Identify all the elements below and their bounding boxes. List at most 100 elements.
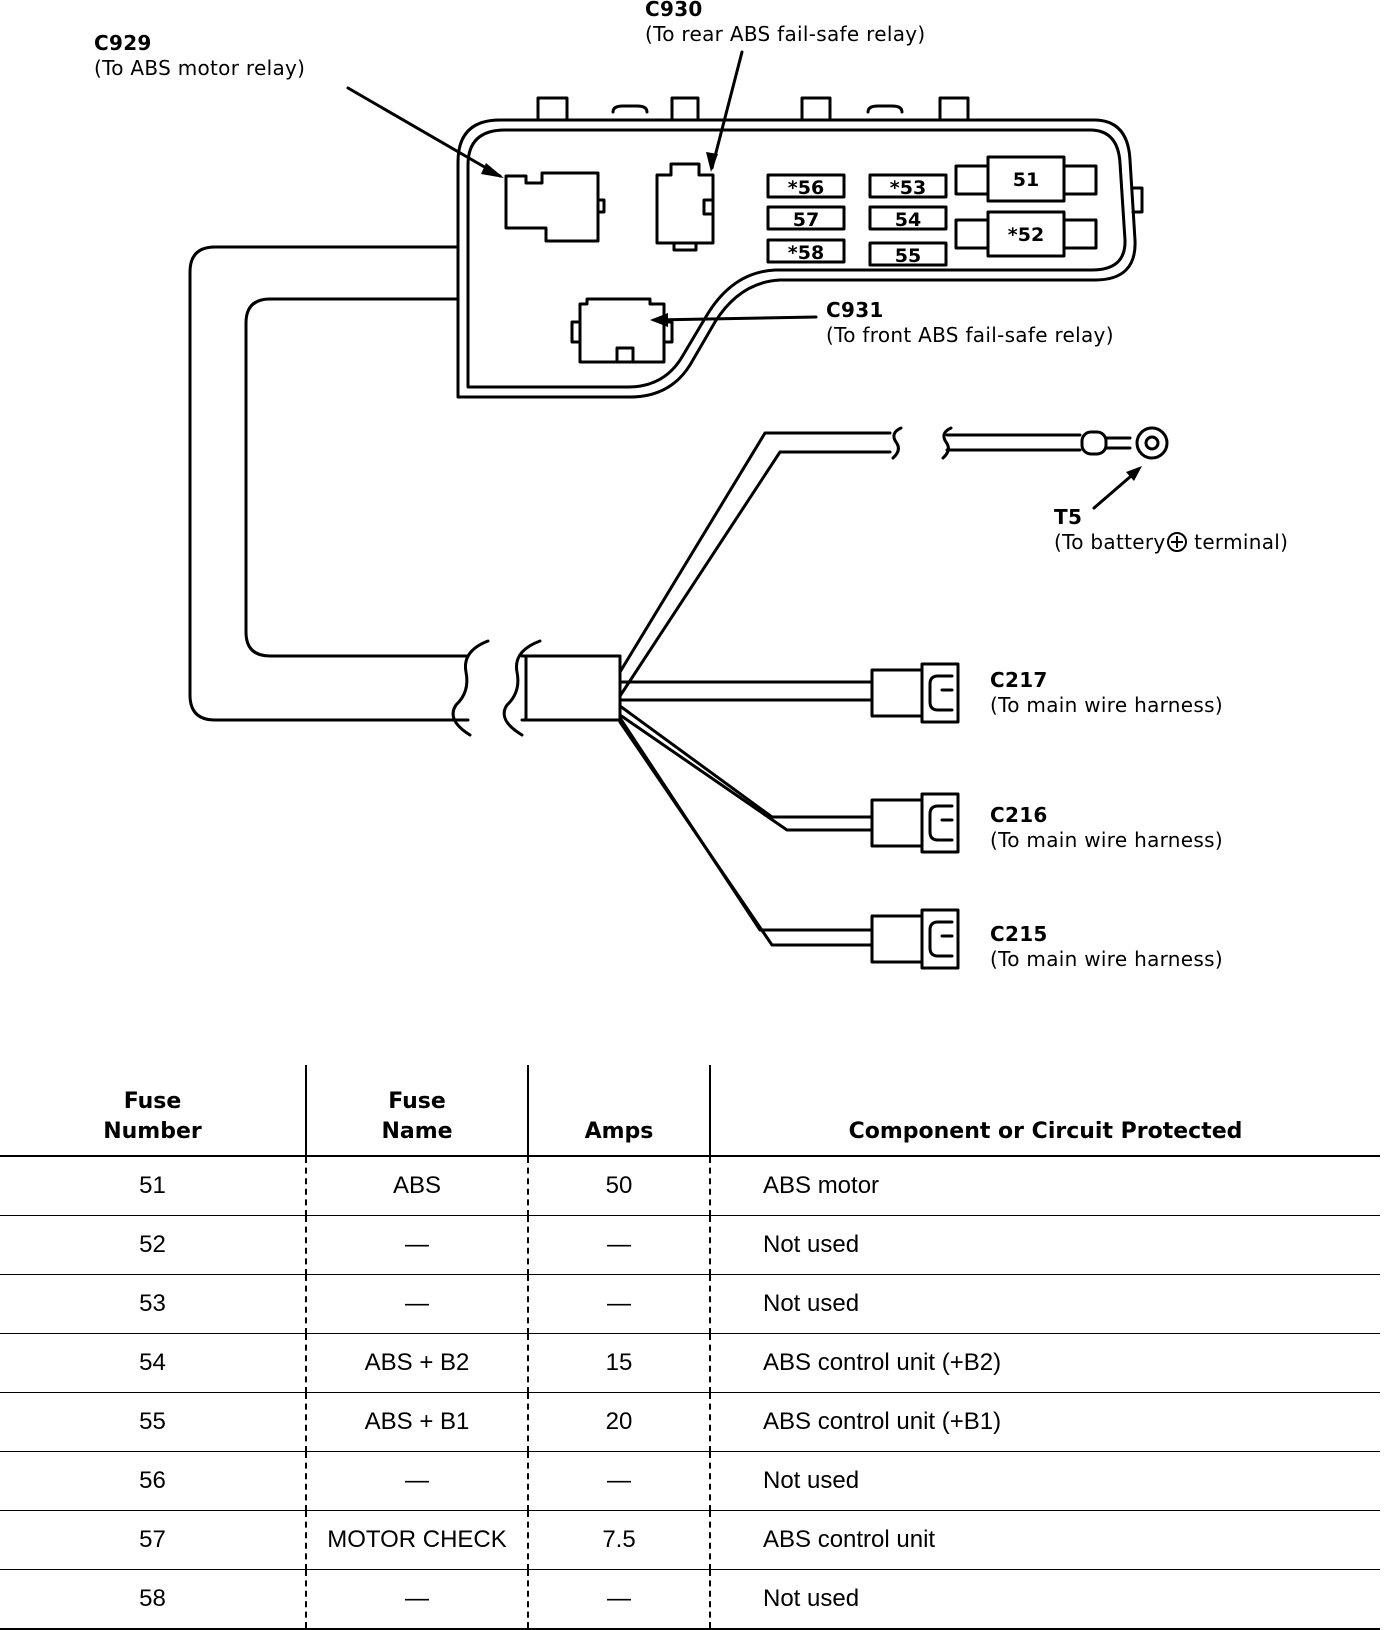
box-side-tab [1130, 186, 1144, 214]
box-tab [938, 96, 970, 122]
amps-cell: — [527, 1274, 710, 1334]
battery-lead [945, 433, 1082, 452]
header-fuse-number-line1: Fuse [123, 1089, 182, 1114]
c217-code: C217 [990, 668, 1048, 692]
fuse-57-box [766, 205, 846, 231]
fuse-number-cell: 57 [0, 1510, 306, 1570]
fuse-name-cell: ABS [305, 1155, 528, 1216]
t5-desc-start: (To battery [1054, 530, 1166, 554]
c216-code: C216 [990, 803, 1048, 827]
box-tab [866, 104, 904, 114]
c216-wire [618, 704, 874, 819]
c217-connector [870, 662, 960, 724]
t5-code: T5 [1054, 505, 1083, 529]
c215-code: C215 [990, 922, 1048, 946]
t5-label: T5 (To battery terminal) [1054, 505, 1288, 555]
c930-code: C930 [645, 0, 703, 21]
terminal-crimp [1080, 430, 1108, 456]
fuse-name-cell: — [305, 1215, 528, 1275]
c215-label: C215 (To main wire harness) [990, 922, 1223, 972]
arrowhead [481, 163, 504, 178]
cable-break [451, 639, 490, 737]
fuse-number-cell: 56 [0, 1451, 306, 1511]
battery-branch [618, 450, 892, 698]
amps-cell: — [527, 1451, 710, 1511]
fuse-number-cell: 52 [0, 1215, 306, 1275]
header-fuse-number: Fuse Number [0, 1065, 306, 1157]
box-tab [611, 104, 649, 114]
header-fuse-name: Fuse Name [305, 1065, 528, 1157]
c216-label: C216 (To main wire harness) [990, 803, 1223, 853]
arrowhead [650, 313, 668, 327]
fuse-53-label: *53 [890, 177, 926, 199]
c216-connector [870, 792, 960, 854]
fuse-52-tab-left [954, 218, 990, 250]
fuse-number-cell: 51 [0, 1155, 306, 1216]
circuit-cell: ABS control unit [709, 1510, 1380, 1570]
fuse-52-label: *52 [1008, 224, 1044, 246]
fuse-number-cell: 53 [0, 1274, 306, 1334]
c929-description: (To ABS motor relay) [94, 56, 306, 80]
table-row: 54 ABS + B2 15 ABS control unit (+B2) [0, 1333, 1380, 1393]
battery-break [891, 426, 903, 460]
c929-latch [596, 198, 606, 214]
table-row: 56 — — Not used [0, 1451, 1380, 1511]
fuse-52-tab-right [1062, 218, 1098, 250]
fuse-name-cell: ABS + B1 [305, 1392, 528, 1452]
amps-cell: 7.5 [527, 1510, 710, 1570]
c931-code: C931 [826, 298, 884, 322]
fuse-55-box [868, 241, 948, 267]
c929-code: C929 [94, 31, 152, 55]
battery-branch [618, 431, 892, 674]
c217-label: C217 (To main wire harness) [990, 668, 1223, 718]
table-row: 53 — — Not used [0, 1274, 1380, 1334]
fuse-56-label: *56 [788, 177, 824, 199]
arrowhead [1126, 466, 1142, 481]
fuse-56-box [766, 173, 846, 199]
table-row: 58 — — Not used [0, 1569, 1380, 1630]
fuse-name-cell: — [305, 1274, 528, 1334]
arrowhead [706, 152, 718, 172]
amps-cell: 20 [527, 1392, 710, 1452]
circuit-cell: Not used [709, 1274, 1380, 1334]
c930-leader [710, 50, 744, 170]
c215-description: (To main wire harness) [990, 947, 1223, 971]
c931-key [615, 346, 635, 364]
header-fuse-name-line1: Fuse [388, 1089, 446, 1114]
fuse-51-tab-left [954, 164, 990, 196]
header-fuse-number-line2: Number [103, 1119, 202, 1144]
c929-connector [504, 171, 600, 243]
c215-connector [870, 908, 960, 970]
plus-terminal-icon [1166, 532, 1187, 552]
circuit-cell: Not used [709, 1215, 1380, 1275]
c930-label: C930 (To rear ABS fail-safe relay) [645, 0, 926, 47]
c215-wire [618, 720, 874, 947]
c930-connector [655, 162, 715, 245]
c931-latch-left [570, 320, 582, 344]
fuse-box-diagram: *56 57 *58 *53 54 55 51 *52 [188, 50, 1169, 970]
box-tab [800, 96, 832, 122]
table-row: 55 ABS + B1 20 ABS control unit (+B1) [0, 1392, 1380, 1452]
t5-desc-end: terminal) [1187, 530, 1289, 554]
fuse-58-box [766, 238, 846, 264]
c929-label: C929 (To ABS motor relay) [94, 31, 305, 81]
header-circuit: Component or Circuit Protected [709, 1065, 1380, 1157]
harness-junction [524, 654, 622, 722]
header-amps: Amps [527, 1065, 710, 1157]
battery-break [941, 426, 953, 460]
table-row: 57 MOTOR CHECK 7.5 ABS control unit [0, 1510, 1380, 1570]
c931-description: (To front ABS fail-safe relay) [826, 323, 1114, 347]
circuit-cell: Not used [709, 1451, 1380, 1511]
table-row: 51 ABS 50 ABS motor [0, 1155, 1380, 1216]
c931-connector [578, 297, 666, 364]
box-tab [536, 96, 569, 122]
c216-wire [618, 713, 874, 832]
cable-break [502, 639, 542, 737]
c929-leader [346, 86, 502, 178]
fuse-name-cell: — [305, 1569, 528, 1630]
table-header-row: Fuse Number Fuse Name Amps Component or … [0, 1065, 1380, 1157]
terminal-neck [1104, 436, 1132, 450]
amps-cell: 15 [527, 1333, 710, 1393]
fuse-57-label: 57 [793, 209, 819, 231]
amps-cell: — [527, 1215, 710, 1275]
